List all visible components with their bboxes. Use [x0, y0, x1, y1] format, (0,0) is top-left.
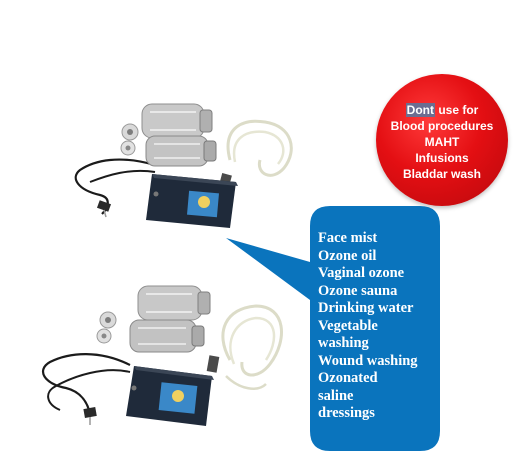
device-box-icon: [126, 366, 214, 426]
ozone-generator-device-icon: [42, 285, 283, 426]
warning-line: Blood procedures: [390, 119, 494, 133]
use-item: washing: [318, 335, 369, 351]
warning-line: Infusions: [415, 151, 469, 165]
product-photo-top: [60, 90, 320, 230]
uses-list: Face mist Ozone oil Vaginal ozone Ozone …: [318, 230, 428, 423]
use-item: Vegetable: [318, 317, 378, 334]
warning-line: MAHT: [424, 135, 460, 149]
warning-highlight: Dont: [405, 103, 435, 117]
device-box-icon: [146, 174, 238, 228]
use-item: Ozone sauna: [318, 282, 398, 299]
product-photo-bottom: [30, 280, 290, 440]
glass-jar-icon: [129, 319, 205, 353]
warning-badge: Dont use for Blood procedures MAHT Infus…: [376, 74, 508, 206]
use-item: saline: [318, 387, 354, 404]
use-item: Vaginal ozone: [318, 265, 405, 281]
use-item: Ozone oil: [318, 247, 377, 264]
ozone-generator-device-icon: [74, 103, 293, 228]
glass-jar-icon: [137, 285, 211, 321]
warning-first-line: Dont use for: [405, 103, 479, 117]
glass-jar-icon: [141, 103, 213, 139]
use-item: Ozonated: [318, 370, 378, 386]
use-item: Drinking water: [318, 300, 414, 316]
use-item: dressings: [318, 405, 375, 421]
glass-jar-icon: [145, 135, 217, 167]
use-item: Wound washing: [318, 352, 418, 369]
warning-line: Bladdar wash: [402, 167, 482, 181]
use-item: Face mist: [318, 230, 378, 246]
